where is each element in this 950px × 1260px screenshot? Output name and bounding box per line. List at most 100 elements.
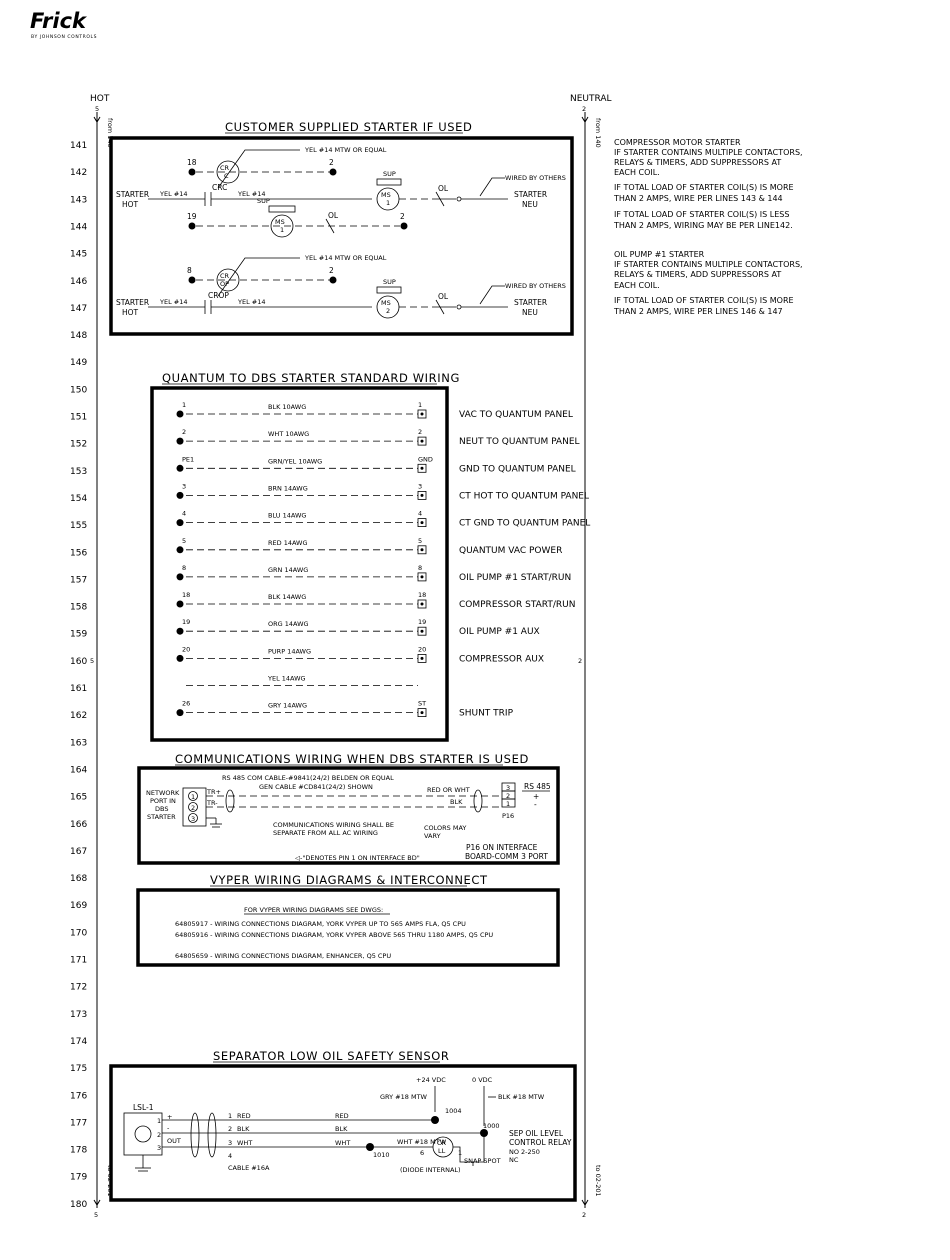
svg-text:2: 2 (506, 792, 510, 800)
section4-title: VYPER WIRING DIAGRAMS & INTERCONNECT (210, 873, 488, 887)
dbs-wire-label: GRY 14AWG (268, 702, 307, 710)
svg-text:BLK: BLK (450, 798, 463, 806)
neutral-rail: NEUTRAL 2 from 140 to 02-201 2 2 (570, 94, 612, 1219)
svg-text:SEPARATE FROM ALL AC WIRING: SEPARATE FROM ALL AC WIRING (273, 829, 378, 837)
svg-text:RED: RED (237, 1112, 251, 1120)
svg-text:NETWORK: NETWORK (146, 789, 180, 797)
svg-text:1: 1 (228, 1112, 232, 1120)
svg-text:1: 1 (386, 199, 390, 207)
line-number: 168 (70, 874, 87, 884)
rs485-cable-label: RS 485 COM CABLE-#9841(24/2) BELDEN OR E… (222, 774, 394, 782)
neutral-label: NEUTRAL (570, 94, 612, 104)
svg-text:YEL #14: YEL #14 (237, 298, 265, 306)
svg-text:TR+: TR+ (206, 788, 221, 796)
svg-text:SEP OIL LEVEL: SEP OIL LEVEL (509, 1129, 564, 1138)
svg-text:YEL #14: YEL #14 (159, 298, 187, 306)
dbs-left-term: 5 (182, 537, 186, 545)
line-number: 153 (70, 467, 87, 477)
section-communications: COMMUNICATIONS WIRING WHEN DBS STARTER I… (137, 752, 560, 865)
cr-op-coil-label: CR (220, 272, 230, 280)
dbs-row-desc: COMPRESSOR AUX (459, 654, 544, 664)
line-number: 151 (70, 413, 87, 423)
svg-text:2: 2 (157, 1131, 161, 1139)
svg-text:P16 ON INTERFACE: P16 ON INTERFACE (466, 843, 538, 852)
neutral-mid-mark: 2 (578, 657, 582, 665)
svg-text:COLORS MAY: COLORS MAY (424, 824, 466, 832)
line-number: 178 (70, 1146, 87, 1156)
neutral-to: to 02-201 (594, 1165, 602, 1197)
hot-label: HOT (90, 94, 110, 104)
section-vyper: VYPER WIRING DIAGRAMS & INTERCONNECT FOR… (136, 873, 560, 967)
svg-text:NEU: NEU (522, 200, 538, 209)
line-number: 166 (70, 820, 87, 830)
svg-text:OUT: OUT (167, 1137, 181, 1145)
svg-text:1: 1 (280, 226, 284, 234)
term-18: 18 (187, 158, 197, 167)
section1-title: CUSTOMER SUPPLIED STARTER IF USED (225, 120, 473, 134)
line-number: 157 (70, 575, 87, 585)
dbs-left-term: 19 (182, 618, 190, 626)
dbs-left-term: 4 (182, 510, 186, 518)
svg-text:OL: OL (438, 184, 449, 193)
gen-cable-label: GEN CABLE #CD841(24/2) SHOWN (259, 783, 373, 791)
dbs-left-term: 26 (182, 700, 190, 708)
dbs-right-term: GND (418, 455, 433, 463)
note-line: IF STARTER CONTAINS MULTIPLE CONTACTORS, (614, 148, 803, 157)
dbs-wire-label: ORG 14AWG (268, 620, 309, 628)
dbs-right-term: 4 (418, 510, 422, 518)
svg-text:NC: NC (509, 1156, 519, 1164)
svg-text:VARY: VARY (424, 832, 441, 840)
svg-text:RED OR WHT: RED OR WHT (427, 786, 470, 794)
dbs-wire-label: RED 14AWG (268, 539, 308, 547)
svg-text:-: - (167, 1124, 170, 1132)
svg-text:◁-"DENOTES PIN 1 ON INTERFACE: ◁-"DENOTES PIN 1 ON INTERFACE BD" (295, 854, 420, 862)
dbs-left-term: 18 (182, 591, 190, 599)
dbs-wire-label: PURP 14AWG (268, 647, 311, 655)
line-number: 179 (70, 1173, 87, 1183)
svg-text:0 VDC: 0 VDC (472, 1076, 493, 1084)
hot-bottom-num: 5 (94, 1211, 98, 1219)
line-number: 165 (70, 793, 87, 803)
line-number: 163 (70, 738, 87, 748)
section-separator-low-oil: SEPARATOR LOW OIL SAFETY SENSOR +24 VDC … (109, 1049, 577, 1202)
line-number: 158 (70, 603, 87, 613)
svg-text:BLK: BLK (237, 1125, 250, 1133)
line-number: 176 (70, 1091, 87, 1101)
svg-text:YEL #14: YEL #14 (237, 190, 265, 198)
svg-text:3: 3 (506, 784, 510, 792)
svg-text:(DIODE INTERNAL): (DIODE INTERNAL) (400, 1166, 461, 1174)
section2-title: QUANTUM TO DBS STARTER STANDARD WIRING (162, 371, 460, 385)
svg-text:WHT #18 MTW: WHT #18 MTW (397, 1138, 447, 1146)
line-number: 142 (70, 168, 87, 178)
svg-text:2: 2 (400, 212, 405, 221)
svg-text:SUP: SUP (383, 278, 396, 286)
svg-text:-: - (534, 800, 537, 809)
dbs-right-term: 19 (418, 618, 426, 626)
note-line: THAN 2 AMPS, WIRE PER LINES 146 & 147 (613, 307, 783, 316)
svg-text:RS 485: RS 485 (524, 782, 551, 791)
svg-text:1004: 1004 (445, 1107, 462, 1115)
section-customer-starter: CUSTOMER SUPPLIED STARTER IF USED 18 2 C… (109, 120, 574, 336)
svg-text:P16: P16 (502, 812, 514, 820)
section-quantum-dbs: QUANTUM TO DBS STARTER STANDARD WIRING 1… (150, 371, 590, 742)
note-line: RELAYS & TIMERS, ADD SUPPRESSORS AT (614, 158, 781, 167)
dbs-row-desc: QUANTUM VAC POWER (459, 546, 562, 556)
dbs-row-desc: GND TO QUANTUM PANEL (459, 464, 576, 474)
svg-text:DBS: DBS (155, 805, 168, 813)
dbs-left-term: 2 (182, 428, 186, 436)
dbs-right-term: 3 (418, 482, 422, 490)
line-number: 141 (70, 141, 87, 151)
svg-text:HOT: HOT (122, 308, 139, 317)
svg-text:+: + (167, 1113, 172, 1121)
dbs-wire-label: BLU 14AWG (268, 512, 306, 520)
note-line: IF TOTAL LOAD OF STARTER COIL(S) IS MORE (614, 296, 794, 305)
dbs-wire-label: WHT 10AWG (268, 430, 309, 438)
line-number: 169 (70, 901, 87, 911)
svg-text:SNAP SPOT: SNAP SPOT (464, 1157, 501, 1165)
svg-text:STARTER: STARTER (514, 298, 547, 307)
